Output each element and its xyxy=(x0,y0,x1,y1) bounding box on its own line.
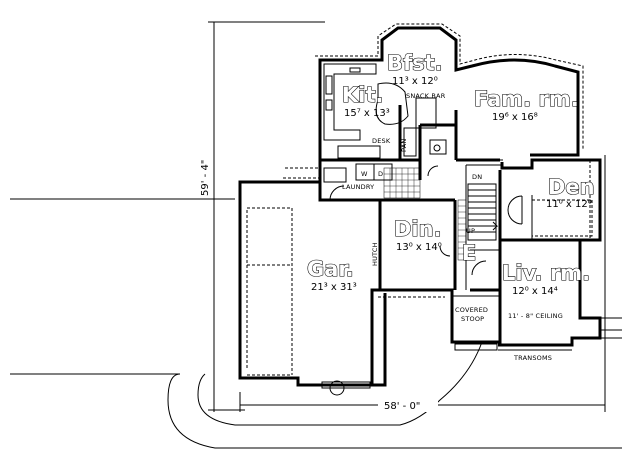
den-name: Den xyxy=(548,175,595,199)
depth-label: 59' - 4" xyxy=(200,160,211,196)
dryer-label: D xyxy=(378,170,383,178)
laundry-label: LAUNDRY xyxy=(342,183,374,191)
garage-size: 21³ x 31³ xyxy=(311,282,357,293)
garage-name: Gar. xyxy=(307,257,354,281)
dn-label: DN xyxy=(472,173,482,181)
dining-size: 13⁰ x 14⁰ xyxy=(396,242,442,253)
breakfast-name: Bfst. xyxy=(387,51,443,75)
washer-label: W xyxy=(361,170,368,178)
hutch-label: HUTCH xyxy=(371,242,379,266)
garage-interior xyxy=(247,207,371,396)
stoop-label-1: COVERED xyxy=(455,306,488,314)
covered-stoop xyxy=(451,295,572,351)
entry-name: E xyxy=(462,241,476,265)
den-doors xyxy=(507,195,593,237)
family-name: Fam. rm. xyxy=(474,87,579,111)
kitchen-name: Kit. xyxy=(342,83,384,107)
breakfast-size: 11³ x 12⁰ xyxy=(392,76,438,87)
kitchen-counters xyxy=(323,63,447,183)
driveway xyxy=(10,198,622,449)
living-size: 12⁰ x 14⁴ xyxy=(512,286,558,297)
desk-label: DESK xyxy=(372,137,391,145)
living-name: Liv. rm. xyxy=(502,261,590,285)
up-label: UP xyxy=(466,227,475,235)
width-label: 58' - 0" xyxy=(384,401,420,412)
foyer-tile xyxy=(383,167,467,261)
dimension-depth: 59' - 4" xyxy=(200,21,325,412)
pantry-label: PAN xyxy=(400,139,408,152)
ceiling-label: 11' - 8" CEILING xyxy=(508,312,563,320)
stoop-label-2: STOOP xyxy=(461,315,484,323)
stairs xyxy=(467,183,499,241)
transoms-label: TRANSOMS xyxy=(513,354,552,362)
family-size: 19⁶ x 16⁸ xyxy=(492,112,538,123)
den-size: 11⁰ x 12⁰ xyxy=(546,199,592,210)
door-swings xyxy=(329,165,487,276)
dining-name: Din. xyxy=(394,217,442,241)
dimension-width: 58' - 0" xyxy=(239,155,606,412)
snack-bar-label: SNACK BAR xyxy=(406,92,446,100)
kitchen-size: 15⁷ x 13³ xyxy=(344,108,390,119)
